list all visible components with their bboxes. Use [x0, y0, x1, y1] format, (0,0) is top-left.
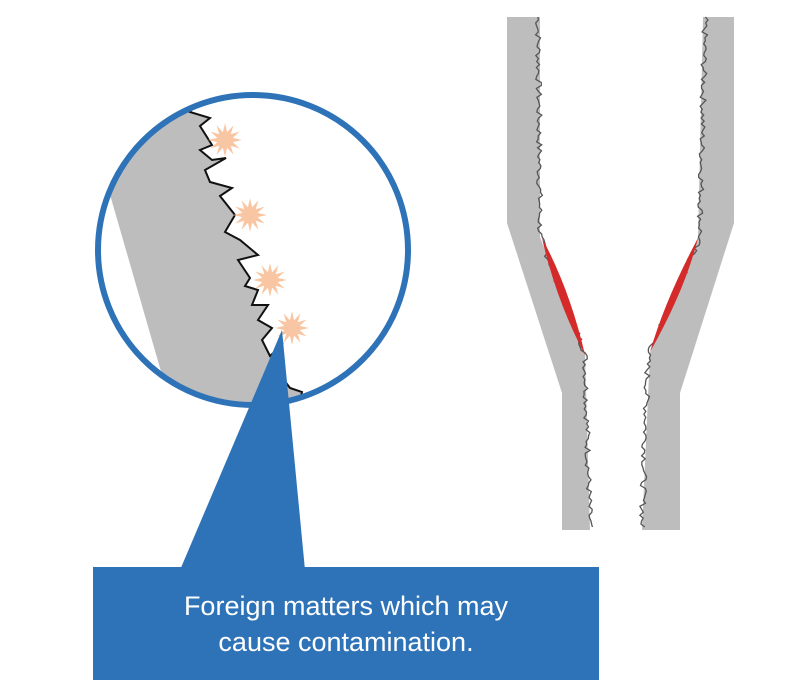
rough-surface-edge: [179, 95, 304, 405]
pipe-wall-left: [507, 17, 590, 530]
callout-pointer: [180, 330, 305, 570]
surface-cross-section: [98, 95, 302, 405]
foreign-particles: [208, 123, 309, 345]
callout-line-2: cause contamination.: [218, 626, 474, 657]
foreign-particle: [275, 311, 309, 345]
pipe-cross-section: [507, 16, 734, 530]
callout-box: Foreign matters which may cause contamin…: [93, 567, 599, 680]
callout-line-1: Foreign matters which may: [183, 590, 509, 621]
foreign-particle: [253, 263, 287, 297]
pipe-wall-right: [642, 17, 734, 530]
foreign-particle: [208, 123, 242, 157]
deposit-left: [542, 238, 585, 355]
deposit-right: [650, 238, 698, 352]
foreign-particle: [233, 198, 267, 232]
